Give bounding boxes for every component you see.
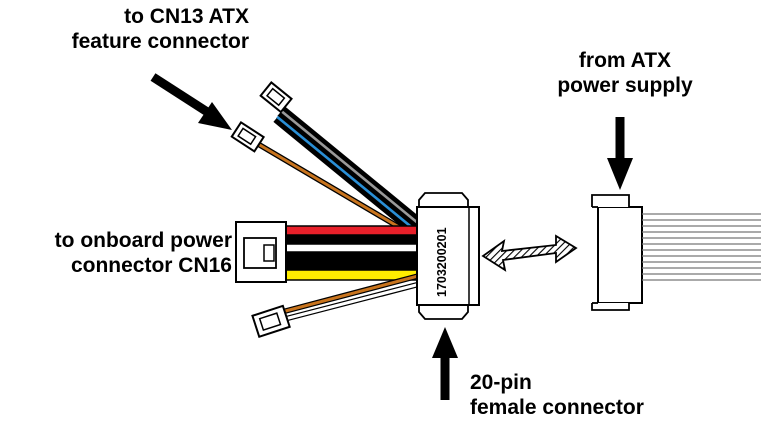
white-wire bbox=[280, 282, 421, 322]
cn16-label-line2: connector CN16 bbox=[70, 254, 232, 277]
atx-supply-label-line1: from ATX bbox=[578, 49, 672, 72]
part-number-label: 1703200201 bbox=[435, 227, 449, 297]
atx-supply-wires bbox=[642, 213, 761, 281]
lower-cable-bundle bbox=[277, 273, 421, 323]
black-wire bbox=[286, 235, 420, 244]
blue-wire bbox=[276, 115, 417, 233]
cn13-label: to CN13 ATX feature connector bbox=[20, 4, 249, 54]
cn16-wire-bundle bbox=[285, 225, 421, 281]
atx-supply-label: from ATX power supply bbox=[540, 48, 710, 98]
red-wire bbox=[285, 225, 421, 236]
cn13-top-plug bbox=[259, 81, 293, 114]
cn16-label-line1: to onboard power bbox=[54, 229, 232, 252]
cn16-plug bbox=[235, 221, 287, 283]
upper-cable-bundle bbox=[256, 106, 424, 239]
female-label-line2: female connector bbox=[470, 396, 644, 419]
black-wire bbox=[286, 252, 420, 261]
orange-wire bbox=[277, 274, 419, 315]
atx-supply-label-line2: power supply bbox=[557, 74, 693, 97]
gray-wire bbox=[280, 109, 421, 227]
atx-supply-plug bbox=[591, 194, 643, 311]
cn16-label: to onboard power connector CN16 bbox=[0, 228, 232, 278]
white-wire bbox=[285, 243, 421, 253]
atx-supply-pointer-arrow bbox=[607, 117, 633, 190]
cn13-feature-plug bbox=[230, 120, 266, 153]
black-wire bbox=[286, 261, 420, 270]
cn13-label-line2: feature connector bbox=[71, 30, 249, 53]
female-connector-20pin: 1703200201 bbox=[416, 192, 480, 320]
female-pointer-arrow bbox=[432, 327, 458, 400]
cn13-label-line1: to CN13 ATX bbox=[124, 5, 249, 28]
lower-small-plug bbox=[251, 304, 291, 338]
female-connector-label: 20-pin female connector bbox=[470, 370, 710, 420]
mate-arrow bbox=[481, 234, 578, 272]
cn13-pointer-arrow bbox=[150, 73, 232, 130]
orange-wire bbox=[257, 142, 415, 238]
female-label-line1: 20-pin bbox=[470, 371, 532, 394]
